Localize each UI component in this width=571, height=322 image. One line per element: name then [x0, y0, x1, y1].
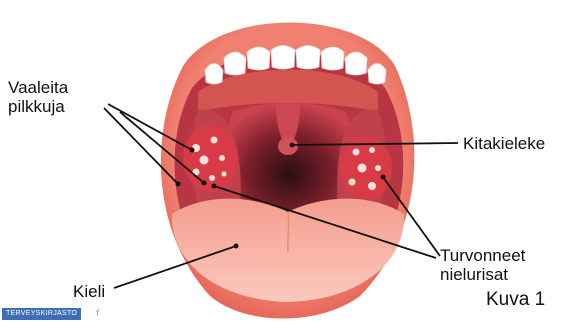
- tooth: [368, 64, 386, 85]
- label-pale-spots-line1: Vaaleita: [8, 78, 68, 97]
- label-tonsils-line2: nielurisat: [440, 265, 525, 284]
- figure-caption: Kuva 1: [486, 290, 545, 309]
- tooth: [205, 64, 223, 85]
- label-pale-spots: Vaaleita pilkkuja: [8, 78, 68, 116]
- uvula-tip: [278, 137, 298, 155]
- label-tongue: Kieli: [73, 282, 105, 301]
- leader-dot: [381, 175, 386, 180]
- leader-dot: [290, 143, 295, 148]
- label-swollen-tonsils: Turvonneet nielurisat: [440, 246, 525, 284]
- tooth: [296, 46, 320, 70]
- leader-dot: [176, 182, 181, 187]
- label-tonsils-line1: Turvonneet: [440, 246, 525, 265]
- tongue-groove: [288, 212, 289, 252]
- leader-dot: [190, 148, 195, 153]
- brand-logo[interactable]: TERVEYSKIRJASTO: [2, 308, 81, 320]
- leader-dot: [234, 244, 239, 249]
- tooth: [345, 52, 367, 75]
- tooth: [247, 47, 270, 70]
- tooth: [271, 46, 295, 70]
- leader-dot: [202, 181, 207, 186]
- label-pale-spots-line2: pilkkuja: [8, 97, 68, 116]
- leader-dot: [212, 184, 217, 189]
- tonsil-left: [183, 125, 237, 191]
- facebook-f-icon[interactable]: f: [96, 308, 99, 320]
- tonsil-right: [340, 136, 392, 200]
- tooth: [224, 52, 246, 75]
- label-uvula: Kitakieleke: [463, 134, 545, 153]
- tooth: [321, 47, 344, 70]
